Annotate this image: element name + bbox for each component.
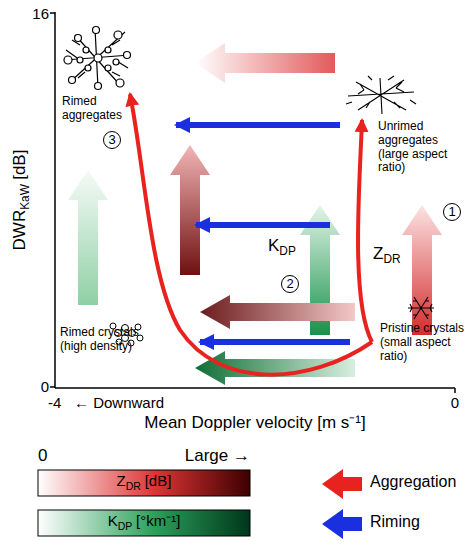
colorbar-label: [°km⁻¹] (136, 512, 180, 529)
particle-label: Unrimed aggregates (large aspect ratio) (378, 119, 447, 174)
label-group: 3 (103, 131, 121, 149)
label-group: -4 (48, 394, 61, 411)
legend-text: Aggregation (370, 473, 456, 490)
colorbar-tick: Large → (185, 446, 250, 465)
riming-arrows (176, 125, 350, 342)
rimed-aggregate-icon (64, 27, 131, 90)
colorbars (38, 470, 250, 536)
colorbar-label: DP (118, 520, 133, 532)
colorbar-label: DR (126, 480, 141, 492)
particle-label: Rimed aggregates (62, 94, 122, 122)
label-group: 16 (32, 5, 49, 22)
colorbar-label: K (108, 512, 118, 529)
label-group: Large → (185, 446, 250, 466)
label-group: ← Downward (74, 394, 164, 411)
axis-tick: 0 (451, 394, 459, 411)
label-group: ZDR (373, 244, 401, 264)
label-group: Rimed aggregates (62, 95, 134, 123)
variable-label: DR (383, 252, 400, 266)
label-group: 0 (41, 378, 49, 395)
colorbar-label: Z (117, 472, 126, 489)
pristine-crystal-icon (408, 297, 434, 319)
legend-arrows (322, 469, 362, 539)
direction-note: ← Downward (74, 394, 164, 411)
colorbar-label: [dB] (145, 472, 172, 489)
callout-number: 3 (108, 132, 115, 147)
label-group: 0 (38, 446, 47, 466)
axis-tick: 0 (41, 378, 49, 395)
label-group: Pristine crystals (small aspect ratio) (380, 322, 468, 363)
aggregation-paths (130, 94, 372, 375)
axis-title: DWR (10, 210, 29, 251)
label-group: 0 (451, 394, 459, 411)
axis-title: Mean Doppler velocity [m s⁻¹] (144, 413, 365, 432)
axis-tick: -4 (48, 394, 61, 411)
legend-entry: Aggregation (370, 473, 456, 491)
particle-label: Rimed crystals (high density) (60, 325, 139, 353)
variable-label: K (268, 236, 279, 255)
label-group: KDP[°km⁻¹] (108, 512, 181, 529)
label-group: 2 (281, 275, 299, 293)
axis-tick: 16 (32, 5, 49, 22)
label-group: Unrimed aggregates (large aspect ratio) (378, 120, 466, 175)
legend-text: Riming (370, 513, 420, 530)
axis-title: KaW (18, 184, 32, 210)
label-group: Rimed crystals (high density) (60, 326, 148, 354)
axis-title: [dB] (10, 150, 29, 180)
particle-label: Pristine crystals (small aspect ratio) (380, 321, 464, 363)
label-group: 1 (443, 203, 461, 221)
variable-label: DP (279, 244, 296, 258)
colorbar-tick: 0 (38, 446, 47, 465)
legend-entry: Riming (370, 513, 420, 531)
callout-number: 1 (448, 204, 455, 219)
callout-number: 2 (286, 276, 293, 291)
label-group: ZDR [dB] (117, 472, 172, 489)
label-group: KDP (268, 236, 296, 256)
variable-label: Z (373, 244, 383, 263)
label-group: DWRKaW [dB] (10, 150, 30, 251)
label-group: Mean Doppler velocity [m s⁻¹] (144, 413, 365, 433)
unrimed-aggregate-icon (346, 76, 416, 114)
